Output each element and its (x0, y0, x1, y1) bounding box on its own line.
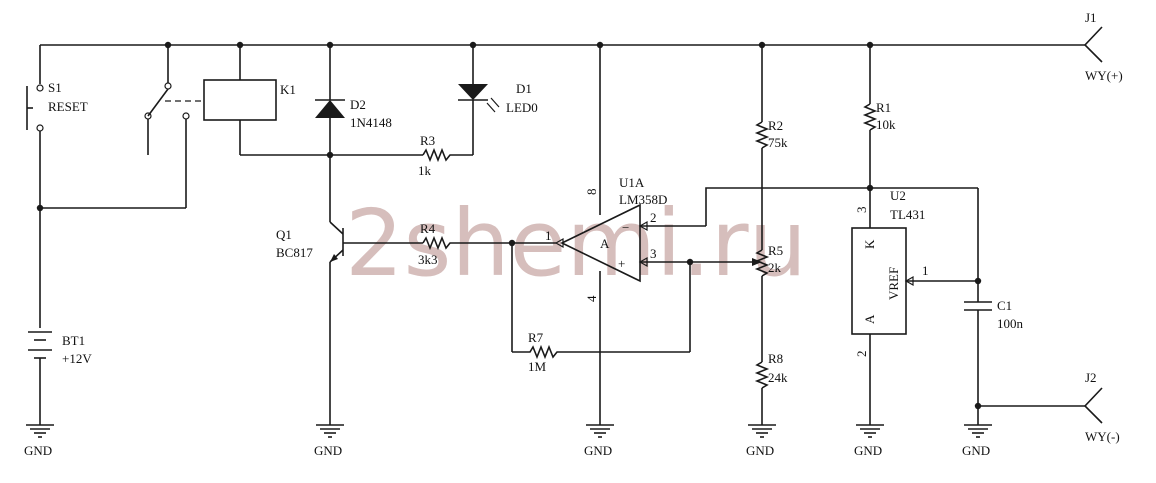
bt1-ref: BT1 (62, 333, 85, 348)
gnd-label: GND (962, 443, 990, 458)
u1a-pin2: 2 (650, 210, 657, 225)
r5-ref: R5 (768, 243, 783, 258)
u2-pin2: 2 (854, 351, 869, 358)
r3-ref: R3 (420, 133, 435, 148)
potentiometer-r5: R5 2k (752, 148, 783, 277)
r2-ref: R2 (768, 118, 783, 133)
diode-d2: D2 1N4148 (315, 45, 392, 155)
u1a-pin4: 4 (584, 295, 599, 302)
r1-ref: R1 (876, 100, 891, 115)
r5-value: 2k (768, 260, 782, 275)
resistor-r7: R7 1M (511, 243, 691, 374)
d2-value: 1N4148 (350, 115, 392, 130)
c1-ref: C1 (997, 298, 1012, 313)
d1-value: LED0 (506, 100, 538, 115)
u2-ref: U2 (890, 188, 906, 203)
resistor-r4: R4 3k3 (418, 221, 556, 267)
r8-ref: R8 (768, 351, 783, 366)
relay-k1: K1 (144, 45, 296, 208)
gnd-label: GND (746, 443, 774, 458)
u1a-inner-label: A (600, 236, 610, 251)
resistor-r8: R8 24k (754, 276, 788, 425)
r8-value: 24k (768, 370, 788, 385)
q1-value: BC817 (276, 245, 313, 260)
r4-ref: R4 (420, 221, 436, 236)
connector-j2: J2 WY(-) (1083, 370, 1120, 444)
r7-ref: R7 (528, 330, 544, 345)
j1-ref: J1 (1085, 10, 1097, 25)
u1a-pin1: 1 (545, 228, 552, 243)
opamp-u1a: A − + 8 4 1 2 3 U1A LM358D (545, 45, 757, 425)
c1-value: 100n (997, 316, 1024, 331)
u2-k-pin-label: K (862, 239, 877, 249)
shunt-regulator-u2: K A VREF 3 2 1 U2 TL431 (851, 188, 978, 425)
r1-value: 10k (876, 117, 896, 132)
u2-pin3: 3 (854, 207, 869, 214)
connector-j1: J1 WY(+) (1083, 10, 1123, 83)
j1-value: WY(+) (1085, 68, 1123, 83)
s1-value: RESET (48, 99, 88, 114)
gnd-label: GND (584, 443, 612, 458)
gnd-label: GND (854, 443, 882, 458)
u2-value: TL431 (890, 207, 925, 222)
gnd-label: GND (314, 443, 342, 458)
switch-s1: S1 RESET (26, 45, 88, 208)
u1a-plus: + (618, 256, 625, 271)
transistor-q1: Q1 BC817 (276, 155, 423, 425)
r3-value: 1k (418, 163, 432, 178)
led-d1: D1 LED0 (458, 45, 538, 155)
u2-pin1: 1 (922, 263, 929, 278)
resistor-r3: R3 1k (418, 133, 473, 178)
r7-value: 1M (528, 359, 547, 374)
j2-value: WY(-) (1085, 429, 1120, 444)
u1a-minus: − (622, 220, 629, 235)
q1-ref: Q1 (276, 227, 292, 242)
u1a-pin3: 3 (650, 246, 657, 261)
r4-value: 3k3 (418, 252, 438, 267)
ground-bt1: GND (24, 424, 54, 458)
ground-u1a: GND (584, 424, 614, 458)
u1a-pin8: 8 (584, 189, 599, 196)
r2-value: 75k (768, 135, 788, 150)
d2-ref: D2 (350, 97, 366, 112)
gnd-label: GND (24, 443, 52, 458)
u2-vref-label: VREF (886, 267, 901, 300)
k1-ref: K1 (280, 82, 296, 97)
positive-rail (40, 41, 1085, 49)
battery-bt1: BT1 +12V (28, 331, 92, 425)
ground-q1: GND (314, 424, 344, 458)
ground-u2: GND (854, 424, 884, 458)
capacitor-c1: C1 100n (964, 281, 1024, 425)
s1-ref: S1 (48, 80, 62, 95)
j2-ref: J2 (1085, 370, 1097, 385)
u1a-value: LM358D (619, 192, 667, 207)
u1a-ref: U1A (619, 175, 645, 190)
resistor-r1: R1 10k (862, 45, 896, 188)
u2-a-pin-label: A (862, 314, 877, 324)
resistor-r2: R2 75k (754, 45, 788, 150)
ground-r8: GND (746, 424, 776, 458)
bt1-value: +12V (62, 351, 92, 366)
d1-ref: D1 (516, 81, 532, 96)
ground-c1: GND (962, 424, 992, 458)
